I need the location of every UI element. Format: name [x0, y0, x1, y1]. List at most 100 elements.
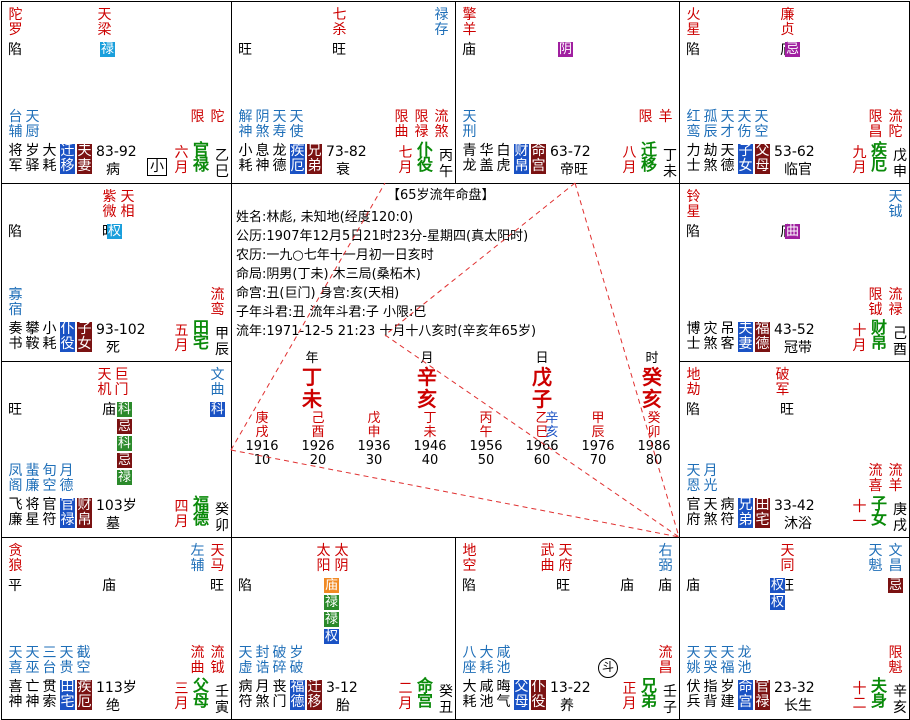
branch: 午	[439, 164, 453, 180]
mutagen-mark: 忌	[117, 453, 133, 468]
age-range: 23-32	[774, 680, 815, 696]
growth-phase: 墓	[106, 516, 120, 532]
right-mark: 科	[210, 402, 226, 417]
main-star: 武曲	[540, 543, 555, 574]
month: 八月	[622, 145, 637, 176]
brightness: 陷	[238, 578, 252, 594]
god-star: 亡神	[25, 679, 40, 710]
dayun-gz: 己	[311, 411, 325, 426]
limit-marker: 流昌	[658, 645, 673, 676]
stem: 癸	[439, 684, 453, 700]
pillar-label: 时	[645, 351, 659, 366]
limit-marker: 羊	[658, 109, 673, 125]
growth-phase: 沐浴	[784, 516, 812, 532]
brightness: 庙	[462, 42, 476, 58]
main-star: 禄存	[434, 7, 449, 38]
palace-name: 兄弟	[640, 676, 657, 710]
god-star: 岁建	[720, 679, 735, 710]
growth-phase: 帝旺	[560, 162, 588, 178]
mutagen-mark: 权	[324, 629, 340, 644]
branch: 丑	[439, 700, 453, 716]
brightness: 旺	[210, 578, 224, 594]
pillar-branch: 未	[302, 387, 322, 411]
minor-star: 孤辰	[703, 109, 718, 140]
info-line: 子年斗君:丑 流年斗君:子 小限:巳	[236, 305, 427, 320]
palace-box: 田宅	[60, 679, 75, 710]
dayun-gz: 庚	[255, 411, 269, 426]
limit-marker: 流陀	[888, 109, 903, 140]
mutagen-mark: 科	[117, 436, 133, 451]
brightness: 陷	[8, 42, 22, 58]
palace-box: 迁移	[307, 679, 322, 710]
palace-box: 福德	[755, 321, 770, 352]
stem: 丁	[663, 148, 677, 164]
minor-star: 天空	[754, 109, 769, 140]
god-star: 天德	[720, 143, 735, 174]
minor-star: 月德	[59, 463, 74, 494]
dayun-gz: 甲	[591, 411, 605, 426]
age-range: 73-82	[326, 144, 367, 160]
month: 正月	[622, 681, 637, 712]
brightness: 陷	[686, 402, 700, 418]
limit-marker: 限	[638, 109, 653, 125]
pillar-branch: 亥	[642, 387, 662, 411]
mutagen-mark: 庙	[324, 578, 340, 593]
minor-star: 红鸾	[686, 109, 701, 140]
pillar-stem: 丁	[302, 365, 322, 389]
brightness: 庙	[620, 578, 634, 594]
minor-star: 咸池	[496, 645, 511, 676]
limit-marker: 限昌	[868, 109, 883, 140]
main-star: 文昌	[888, 543, 903, 574]
mutagen-mark: 权	[107, 224, 123, 239]
dayun-year: 1976	[581, 439, 615, 454]
god-star: 咸池	[479, 679, 494, 710]
brightness: 庙	[658, 578, 672, 594]
minor-star: 破碎	[272, 645, 287, 676]
god-star: 力士	[686, 143, 701, 174]
brightness: 旺	[238, 42, 252, 58]
info-line: 命局:阴男(丁未) 木三局(桑柘木)	[236, 267, 421, 282]
pillar-branch: 亥	[417, 387, 437, 411]
dayun-year: 1916	[245, 439, 279, 454]
palace-shen[interactable]: 火星廉贞陷庙忌红鸾孤辰天才天伤天空限昌流陀力士劫煞天德子女父母53-62临官九月…	[679, 1, 910, 184]
palace-name: 父母	[192, 676, 209, 710]
minor-star: 阴煞	[255, 109, 270, 140]
month: 十月	[852, 323, 867, 354]
god-star: 丧门	[272, 679, 287, 710]
stem: 壬	[663, 684, 677, 700]
main-star: 右弼	[658, 543, 673, 574]
brightness: 旺	[332, 42, 346, 58]
god-star: 吊客	[720, 321, 735, 352]
age-range: 13-22	[550, 680, 591, 696]
branch: 寅	[215, 700, 229, 716]
minor-star: 凤阁	[8, 463, 23, 494]
dayun-age: 60	[533, 453, 551, 468]
limit-marker: 限魁	[888, 645, 903, 676]
limit-marker: 限钺	[868, 287, 883, 318]
growth-phase: 病	[106, 162, 120, 178]
god-star: 攀鞍	[25, 321, 40, 352]
palace-mao[interactable]: 天机巨门文曲旺庙旺科忌科忌禄科凤阁蜚廉旬空月德飞廉将星官符官禄财帛103岁墓四月…	[1, 361, 232, 538]
branch: 子	[663, 700, 677, 716]
limit-marker: 流煞	[434, 109, 449, 140]
month: 三月	[174, 681, 189, 712]
month: 七月	[398, 145, 413, 176]
palace-box: 迁移	[60, 143, 75, 174]
god-star: 大耗	[462, 679, 477, 710]
palace-box: 命宫	[738, 679, 753, 710]
palace-box: 子女	[738, 143, 753, 174]
dayun-gz: 酉	[311, 425, 325, 440]
limit-marker: 流禄	[888, 287, 903, 318]
main-star: 文曲	[210, 367, 225, 398]
